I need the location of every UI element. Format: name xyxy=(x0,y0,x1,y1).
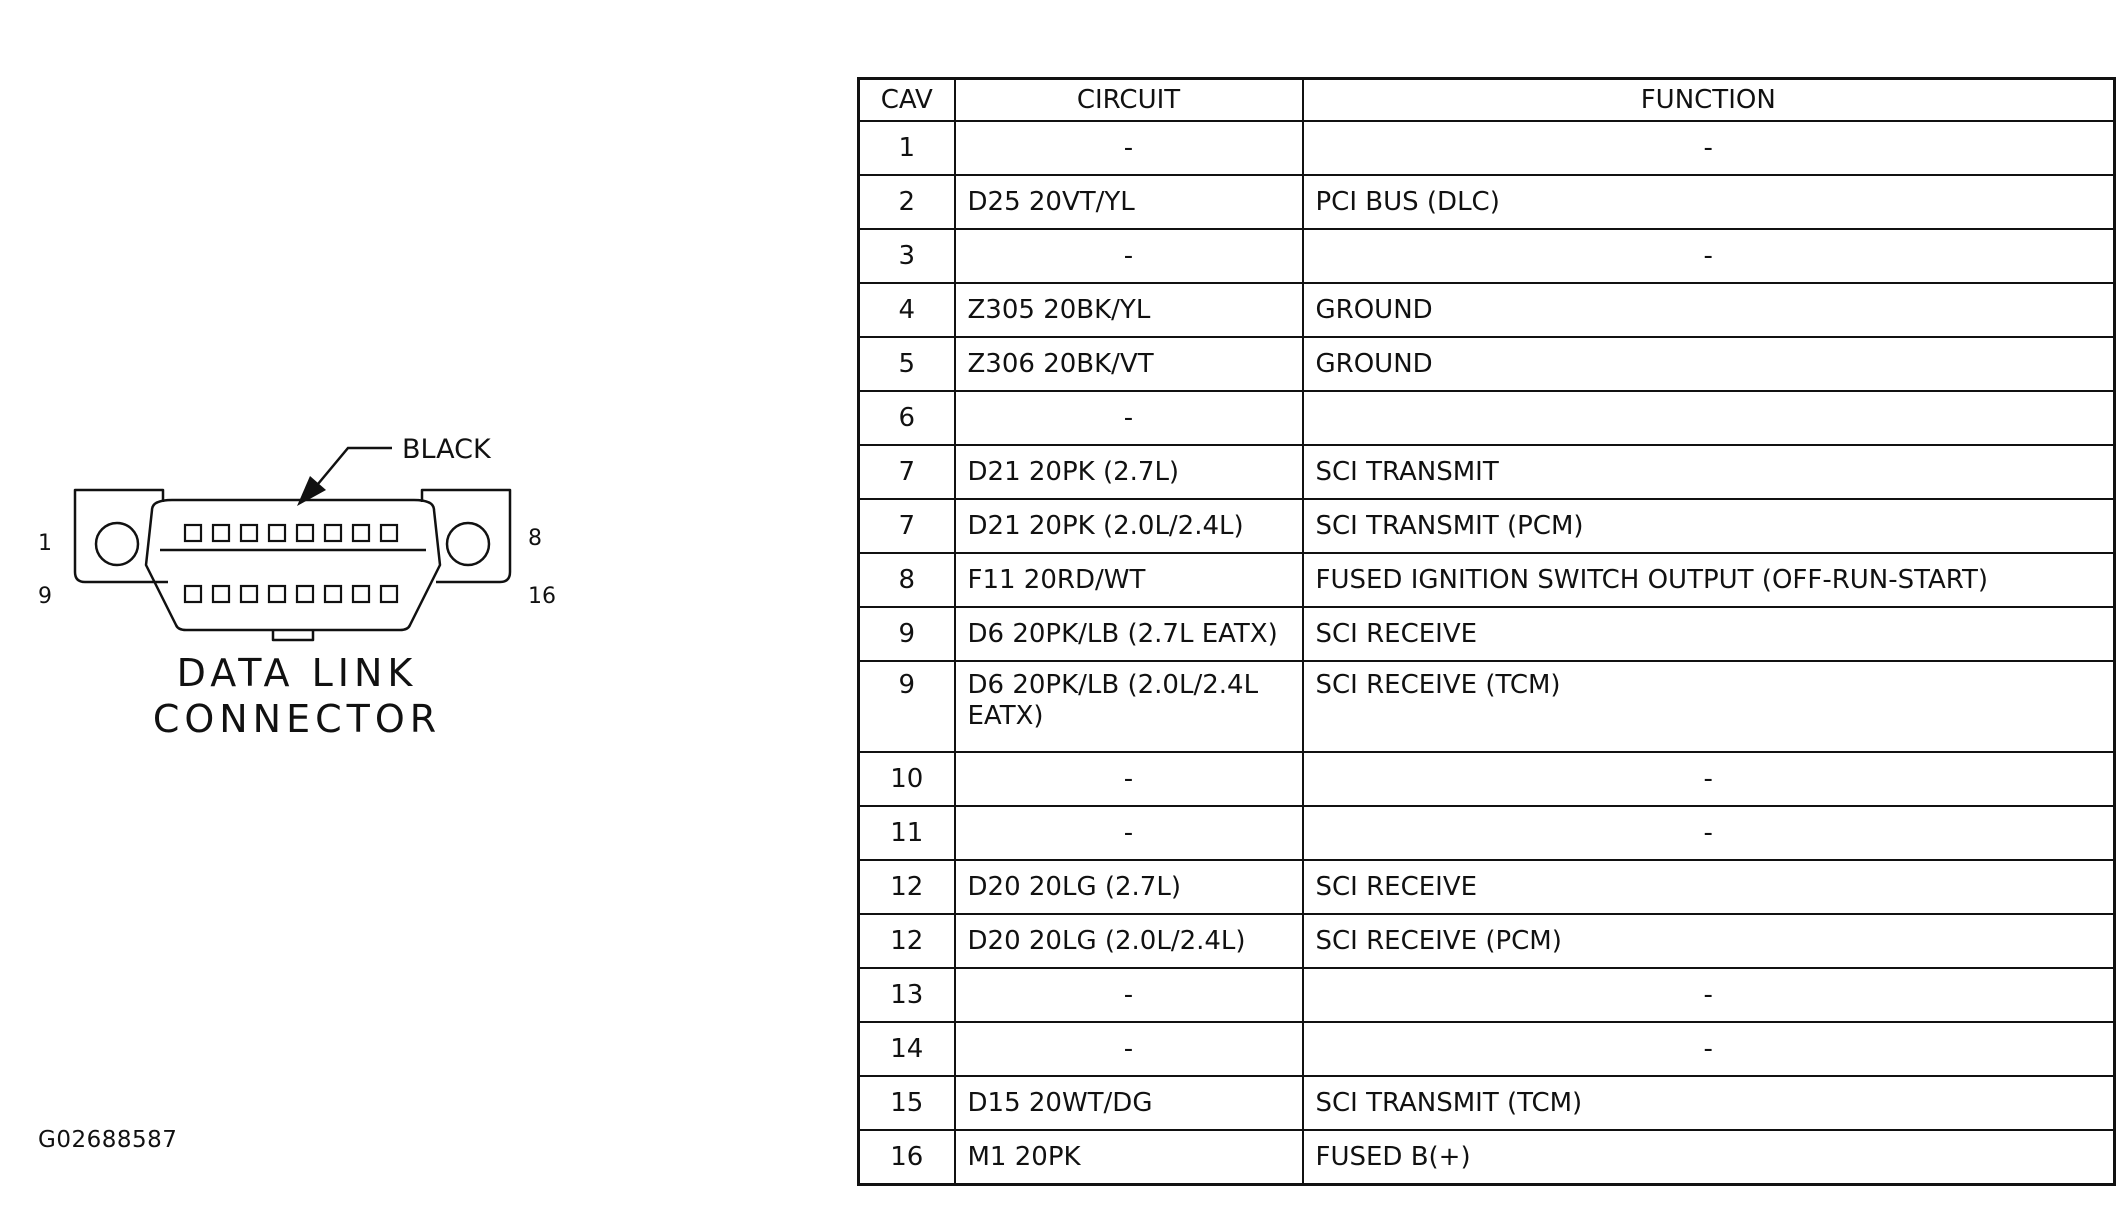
cell-cav: 12 xyxy=(857,913,956,969)
cell-cav: 9 xyxy=(857,660,956,753)
table-row: 2 D25 20VT/YL PCI BUS (DLC) xyxy=(857,174,2116,230)
cell-circuit: - xyxy=(953,751,1304,807)
pinout-table: CAV CIRCUIT FUNCTION 1 - - 2 D25 20VT/YL… xyxy=(857,77,2116,1186)
cell-function: SCI RECEIVE xyxy=(1301,859,2116,915)
cell-circuit: D25 20VT/YL xyxy=(953,174,1304,230)
table-row: 15 D15 20WT/DG SCI TRANSMIT (TCM) xyxy=(857,1075,2116,1131)
connector-body xyxy=(73,488,512,642)
table-row: 1 - - xyxy=(857,120,2116,176)
cell-cav: 15 xyxy=(857,1075,956,1131)
connector-label-line1: DATA LINK xyxy=(177,651,418,695)
mounting-hole-right xyxy=(445,521,491,567)
cell-function: - xyxy=(1301,967,2116,1023)
cell-cav: 12 xyxy=(857,859,956,915)
table-row: 4 Z305 20BK/YL GROUND xyxy=(857,282,2116,338)
header-cav: CAV xyxy=(857,77,956,122)
cell-circuit: - xyxy=(953,1021,1304,1077)
cell-circuit: D15 20WT/DG xyxy=(953,1075,1304,1131)
cell-circuit: D21 20PK (2.0L/2.4L) xyxy=(953,498,1304,554)
cell-circuit: Z306 20BK/VT xyxy=(953,336,1304,392)
cell-cav: 4 xyxy=(857,282,956,338)
cell-circuit: D20 20LG (2.0L/2.4L) xyxy=(953,913,1304,969)
table-row: 5 Z306 20BK/VT GROUND xyxy=(857,336,2116,392)
cell-cav: 1 xyxy=(857,120,956,176)
cell-circuit: D6 20PK/LB (2.7L EATX) xyxy=(953,606,1304,662)
cell-circuit: D6 20PK/LB (2.0L/2.4L EATX) xyxy=(953,660,1304,753)
cell-cav: 8 xyxy=(857,552,956,608)
cell-function: - xyxy=(1301,805,2116,861)
cell-circuit: Z305 20BK/YL xyxy=(953,282,1304,338)
cell-cav: 7 xyxy=(857,444,956,500)
table-row: 7 D21 20PK (2.0L/2.4L) SCI TRANSMIT (PCM… xyxy=(857,498,2116,554)
cell-cav: 9 xyxy=(857,606,956,662)
cell-function: - xyxy=(1301,228,2116,284)
cell-cav: 3 xyxy=(857,228,956,284)
cell-cav: 2 xyxy=(857,174,956,230)
header-function: FUNCTION xyxy=(1301,77,2116,122)
cell-function: SCI TRANSMIT (TCM) xyxy=(1301,1075,2116,1131)
pin-label-8: 8 xyxy=(528,526,542,551)
cell-cav: 5 xyxy=(857,336,956,392)
cell-function: FUSED IGNITION SWITCH OUTPUT (OFF-RUN-ST… xyxy=(1301,552,2116,608)
table-row: 10 - - xyxy=(857,751,2116,807)
cell-function: SCI TRANSMIT (PCM) xyxy=(1301,498,2116,554)
cell-circuit: - xyxy=(953,228,1304,284)
cell-function: SCI RECEIVE xyxy=(1301,606,2116,662)
figure-id: G02688587 xyxy=(38,1127,178,1153)
pin-row-bottom xyxy=(183,584,399,604)
cell-function: GROUND xyxy=(1301,336,2116,392)
cell-cav: 13 xyxy=(857,967,956,1023)
table-row: 14 - - xyxy=(857,1021,2116,1077)
cell-function: GROUND xyxy=(1301,282,2116,338)
cell-cav: 10 xyxy=(857,751,956,807)
cell-function xyxy=(1301,390,2116,446)
table-row: 3 - - xyxy=(857,228,2116,284)
table-header-row: CAV CIRCUIT FUNCTION xyxy=(857,77,2116,122)
cell-circuit: F11 20RD/WT xyxy=(953,552,1304,608)
cell-function: - xyxy=(1301,120,2116,176)
cell-circuit: - xyxy=(953,390,1304,446)
table-row: 7 D21 20PK (2.7L) SCI TRANSMIT xyxy=(857,444,2116,500)
cell-cav: 6 xyxy=(857,390,956,446)
data-link-connector-diagram: BLACK 1 8 9 16 DATA LINK CONNECTOR xyxy=(38,434,556,741)
header-circuit: CIRCUIT xyxy=(953,77,1304,122)
cell-circuit: - xyxy=(953,967,1304,1023)
cell-function: SCI RECEIVE (TCM) xyxy=(1301,660,2116,753)
cell-circuit: - xyxy=(953,120,1304,176)
table-row: 8 F11 20RD/WT FUSED IGNITION SWITCH OUTP… xyxy=(857,552,2116,608)
cell-function: PCI BUS (DLC) xyxy=(1301,174,2116,230)
cell-circuit: D20 20LG (2.7L) xyxy=(953,859,1304,915)
table-row: 11 - - xyxy=(857,805,2116,861)
cell-circuit: M1 20PK xyxy=(953,1129,1304,1186)
cell-function: SCI TRANSMIT xyxy=(1301,444,2116,500)
table-row: 12 D20 20LG (2.7L) SCI RECEIVE xyxy=(857,859,2116,915)
cell-cav: 16 xyxy=(857,1129,956,1186)
table-row: 12 D20 20LG (2.0L/2.4L) SCI RECEIVE (PCM… xyxy=(857,913,2116,969)
callout-label-black: BLACK xyxy=(402,434,492,465)
cell-cav: 14 xyxy=(857,1021,956,1077)
connector-label-line2: CONNECTOR xyxy=(153,697,441,741)
cell-function: SCI RECEIVE (PCM) xyxy=(1301,913,2116,969)
pin-label-16: 16 xyxy=(528,584,556,609)
black-callout-leader xyxy=(297,446,392,506)
pin-label-1: 1 xyxy=(38,531,52,556)
cell-circuit: D21 20PK (2.7L) xyxy=(953,444,1304,500)
mounting-hole-left xyxy=(94,521,140,567)
cell-circuit: - xyxy=(953,805,1304,861)
cell-function: FUSED B(+) xyxy=(1301,1129,2116,1186)
pin-label-9: 9 xyxy=(38,584,52,609)
table-row: 16 M1 20PK FUSED B(+) xyxy=(857,1129,2116,1186)
table-row: 6 - xyxy=(857,390,2116,446)
table-row: 13 - - xyxy=(857,967,2116,1023)
table-row: 9 D6 20PK/LB (2.7L EATX) SCI RECEIVE xyxy=(857,606,2116,662)
cell-function: - xyxy=(1301,751,2116,807)
cell-function: - xyxy=(1301,1021,2116,1077)
table-row: 9 D6 20PK/LB (2.0L/2.4L EATX) SCI RECEIV… xyxy=(857,660,2116,753)
pin-row-top xyxy=(183,523,399,543)
cell-cav: 7 xyxy=(857,498,956,554)
cell-cav: 11 xyxy=(857,805,956,861)
